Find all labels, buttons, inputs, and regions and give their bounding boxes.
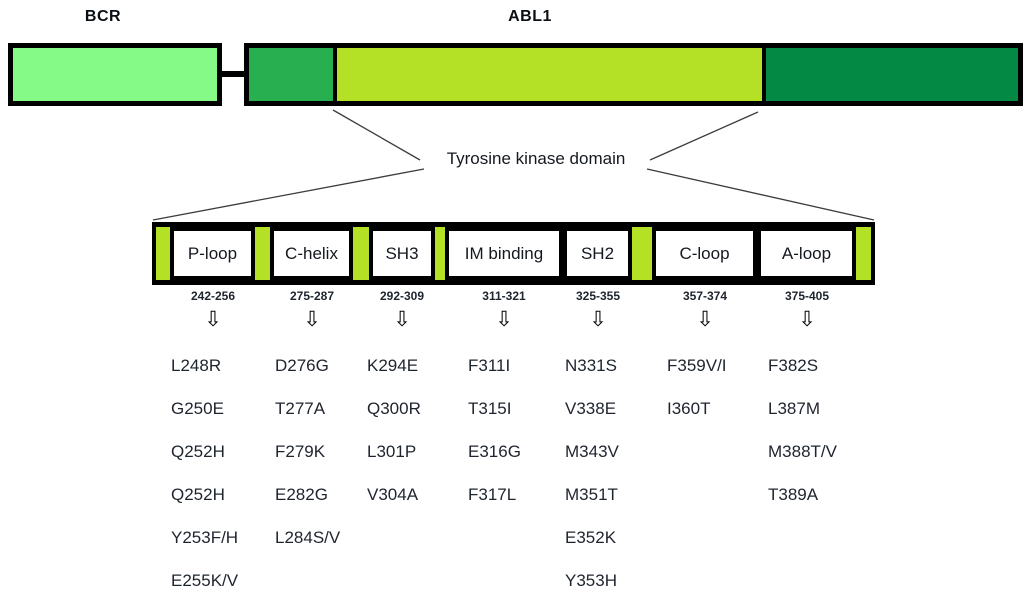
mutation-item: I360T: [667, 399, 711, 418]
mutation-item: N331S: [565, 356, 617, 375]
mutation-item: Q252H: [171, 485, 225, 504]
residue-range: 275-287: [289, 289, 335, 303]
mutation-list-a-loop: F382S L387M M388T/V T389A: [768, 356, 837, 528]
mutation-item: L248R: [171, 356, 222, 375]
mutation-list-p-loop: L248R G250E Q252H Q252H Y253F/H E255K/V: [171, 356, 238, 602]
residue-range: 375-405: [784, 289, 830, 303]
mutation-list-c-loop: F359V/I I360T: [667, 356, 727, 442]
abl1-nterm-segment: [249, 48, 333, 101]
mutation-item: M343V: [565, 442, 619, 461]
mutation-item: D276G: [275, 356, 329, 375]
mutation-item: F382S: [768, 356, 819, 375]
residue-range: 242-256: [190, 289, 236, 303]
abl1-cterm-segment: [766, 48, 1018, 101]
mutation-item: E316G: [468, 442, 521, 461]
segment-divider: [762, 48, 766, 101]
domain-box-sh3: SH3: [373, 231, 431, 276]
domain-box-c-helix: C-helix: [274, 231, 349, 276]
kinase-domain-detail-bar: P-loop C-helix SH3 IM binding SH2 C-loop…: [152, 222, 875, 285]
mutation-item: V338E: [565, 399, 617, 418]
linker-strip: [156, 227, 170, 280]
mutation-item: Y253F/H: [171, 528, 239, 547]
domain-box-c-loop: C-loop: [656, 231, 753, 276]
mutation-item: E255K/V: [171, 571, 239, 590]
segment-divider: [333, 48, 337, 101]
gene-connector-line: [218, 71, 248, 77]
mutation-item: K294E: [367, 356, 419, 375]
down-arrow-icon: ⇩: [204, 308, 222, 331]
mutation-item: F317L: [468, 485, 517, 504]
down-arrow-icon: ⇩: [495, 308, 513, 331]
down-arrow-icon: ⇩: [696, 308, 714, 331]
mutation-list-sh2: N331S V338E M343V M351T E352K Y353H: [565, 356, 619, 602]
mutation-item: M351T: [565, 485, 618, 504]
mutation-item: Q300R: [367, 399, 421, 418]
bcr-gene-box: [8, 43, 222, 106]
domain-box-im-binding: IM binding: [449, 231, 559, 276]
residue-range: 357-374: [682, 289, 728, 303]
mutation-item: L284S/V: [275, 528, 341, 547]
kinase-domain-label: Tyrosine kinase domain: [446, 149, 626, 168]
domain-box-sh2: SH2: [567, 231, 628, 276]
domain-box-a-loop: A-loop: [761, 231, 852, 276]
abl1-kinase-domain-segment: [337, 48, 762, 101]
mutation-item: M388T/V: [768, 442, 837, 461]
linker-strip: [255, 227, 270, 280]
mutation-list-sh3: K294E Q300R L301P V304A: [367, 356, 421, 528]
mutation-item: E352K: [565, 528, 617, 547]
mutation-item: Y353H: [565, 571, 617, 590]
mutation-list-c-helix: D276G T277A F279K E282G L284S/V: [275, 356, 340, 571]
linker-strip: [856, 227, 871, 280]
mutation-list-im-binding: F311I T315I E316G F317L: [468, 356, 521, 528]
mutation-item: Q252H: [171, 442, 225, 461]
residue-range: 292-309: [379, 289, 425, 303]
bcr-gene-label: BCR: [84, 8, 122, 25]
residue-range: 311-321: [482, 289, 526, 303]
mutation-item: F359V/I: [667, 356, 727, 375]
mutation-item: T389A: [768, 485, 819, 504]
linker-strip: [632, 227, 652, 280]
down-arrow-icon: ⇩: [589, 308, 607, 331]
down-arrow-icon: ⇩: [393, 308, 411, 331]
mutation-item: V304A: [367, 485, 419, 504]
domain-box-p-loop: P-loop: [174, 231, 251, 276]
linker-strip: [353, 227, 369, 280]
mutation-item: T277A: [275, 399, 326, 418]
abl1-gene-box: [244, 43, 1023, 106]
down-arrow-icon: ⇩: [303, 308, 321, 331]
mutation-item: G250E: [171, 399, 224, 418]
residue-range: 325-355: [575, 289, 621, 303]
mutation-item: E282G: [275, 485, 328, 504]
down-arrow-icon: ⇩: [798, 308, 816, 331]
mutation-item: L387M: [768, 399, 820, 418]
mutation-item: L301P: [367, 442, 417, 461]
abl1-gene-label: ABL1: [508, 8, 552, 25]
linker-strip: [435, 227, 445, 280]
mutation-item: T315I: [468, 399, 512, 418]
mutation-item: F279K: [275, 442, 326, 461]
mutation-item: F311I: [468, 356, 511, 375]
